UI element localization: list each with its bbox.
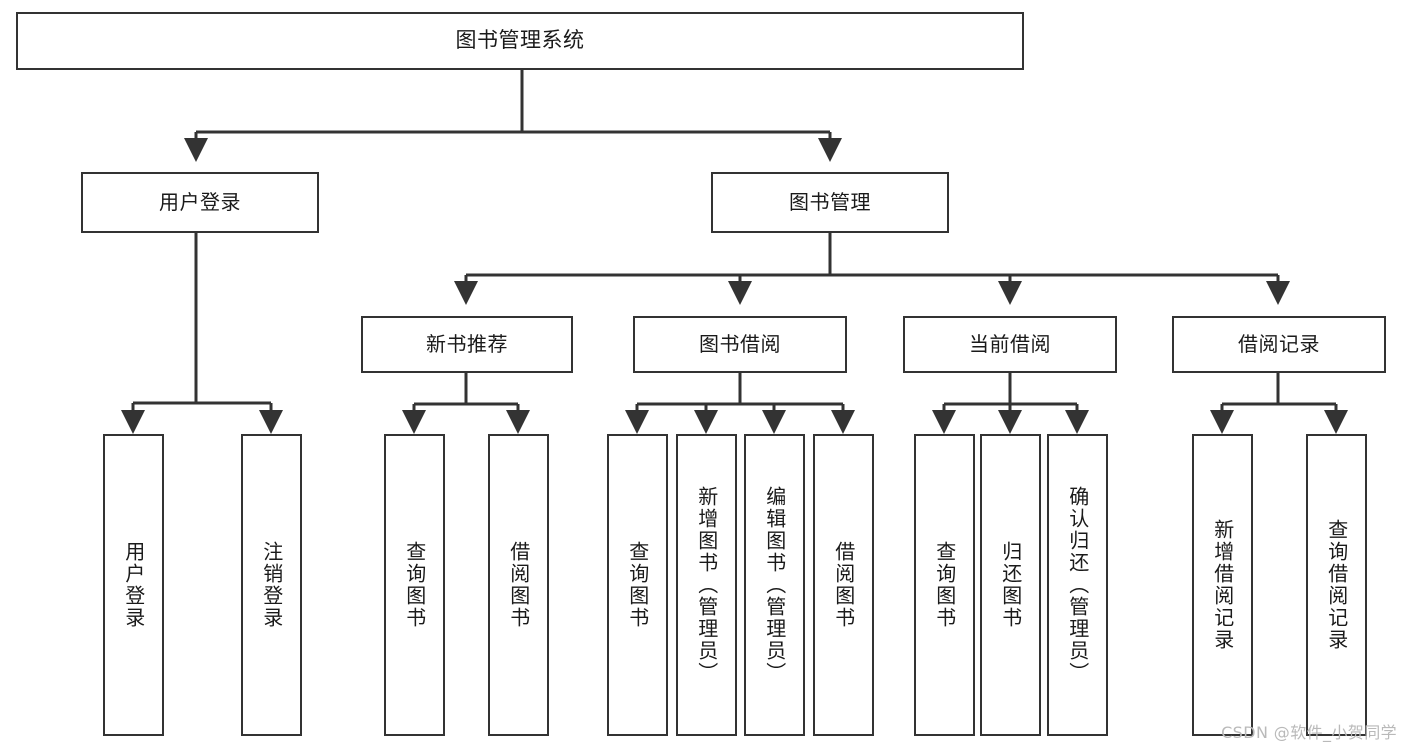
leaf-add-book-admin[interactable]: 新增图书（管理员） bbox=[676, 434, 737, 736]
node-label: 图书管理 bbox=[789, 190, 871, 215]
node-label: 注销登录 bbox=[259, 541, 284, 629]
node-label: 用户登录 bbox=[121, 541, 146, 629]
node-label: 查询借阅记录 bbox=[1324, 519, 1349, 651]
node-label: 图书管理系统 bbox=[455, 28, 585, 53]
node-label: 归还图书 bbox=[998, 541, 1023, 629]
node-borrow-record[interactable]: 借阅记录 bbox=[1172, 316, 1386, 373]
leaf-return-book[interactable]: 归还图书 bbox=[980, 434, 1041, 736]
node-label: 借阅图书 bbox=[831, 541, 856, 629]
node-label: 查询图书 bbox=[932, 541, 957, 629]
node-new-book-recommendation[interactable]: 新书推荐 bbox=[361, 316, 573, 373]
node-label: 查询图书 bbox=[402, 541, 427, 629]
node-label: 确认归还（管理员） bbox=[1065, 486, 1090, 684]
node-book-management[interactable]: 图书管理 bbox=[711, 172, 949, 233]
node-user-login[interactable]: 用户登录 bbox=[81, 172, 319, 233]
leaf-borrow-book[interactable]: 借阅图书 bbox=[813, 434, 874, 736]
leaf-query-book-recommendation[interactable]: 查询图书 bbox=[384, 434, 445, 736]
leaf-user-login[interactable]: 用户登录 bbox=[103, 434, 164, 736]
node-current-borrow[interactable]: 当前借阅 bbox=[903, 316, 1117, 373]
leaf-query-borrow-record[interactable]: 查询借阅记录 bbox=[1306, 434, 1367, 736]
node-root-book-management-system[interactable]: 图书管理系统 bbox=[16, 12, 1024, 70]
node-label: 当前借阅 bbox=[969, 332, 1051, 357]
watermark-text: CSDN @软件_小贺同学 bbox=[1221, 723, 1397, 742]
leaf-borrow-book-recommendation[interactable]: 借阅图书 bbox=[488, 434, 549, 736]
node-book-borrow[interactable]: 图书借阅 bbox=[633, 316, 847, 373]
node-label: 新增借阅记录 bbox=[1210, 519, 1235, 651]
node-label: 用户登录 bbox=[159, 190, 241, 215]
node-label: 借阅图书 bbox=[506, 541, 531, 629]
leaf-query-book-borrow[interactable]: 查询图书 bbox=[607, 434, 668, 736]
node-label: 编辑图书（管理员） bbox=[762, 486, 787, 684]
leaf-logout-login[interactable]: 注销登录 bbox=[241, 434, 302, 736]
leaf-edit-book-admin[interactable]: 编辑图书（管理员） bbox=[744, 434, 805, 736]
node-label: 图书借阅 bbox=[699, 332, 781, 357]
node-label: 新书推荐 bbox=[426, 332, 508, 357]
leaf-query-book-current[interactable]: 查询图书 bbox=[914, 434, 975, 736]
node-label: 查询图书 bbox=[625, 541, 650, 629]
leaf-add-borrow-record[interactable]: 新增借阅记录 bbox=[1192, 434, 1253, 736]
node-label: 借阅记录 bbox=[1238, 332, 1320, 357]
leaf-confirm-return-admin[interactable]: 确认归还（管理员） bbox=[1047, 434, 1108, 736]
node-label: 新增图书（管理员） bbox=[694, 486, 719, 684]
